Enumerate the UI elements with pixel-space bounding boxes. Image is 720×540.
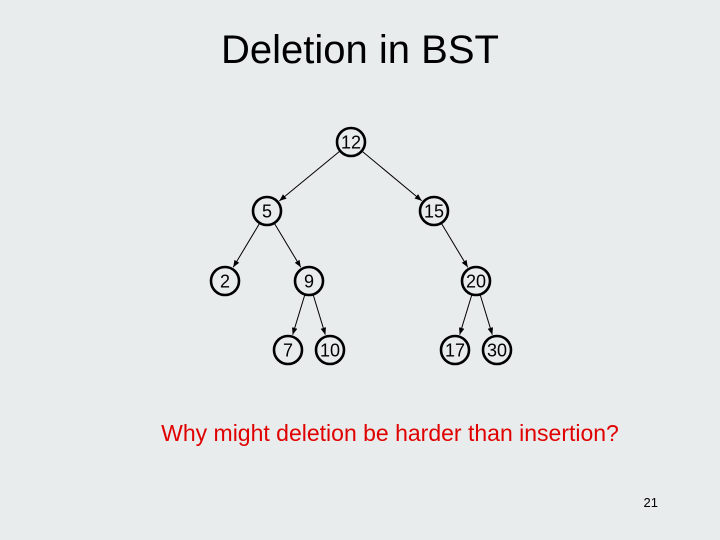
node-circle [209, 265, 241, 297]
tree-edge-9-7 [292, 295, 306, 335]
node-circle [460, 265, 492, 297]
node-circle [481, 334, 513, 366]
tree-node-5: 5 [251, 195, 283, 227]
node-circle [272, 334, 304, 366]
tree-node-7: 7 [272, 334, 304, 366]
node-label: 20 [466, 272, 486, 292]
tree-node-12: 12 [335, 126, 367, 158]
node-label: 2 [220, 272, 230, 292]
tree-edge-12-15 [362, 151, 423, 202]
tree-edge-20-30 [479, 295, 493, 335]
node-label: 9 [304, 272, 314, 292]
node-circle [418, 195, 450, 227]
tree-edge-5-9 [274, 223, 302, 268]
tree-node-30: 30 [481, 334, 513, 366]
tree-edge-5-2 [232, 223, 260, 268]
tree-node-9: 9 [293, 265, 325, 297]
tree-edge-20-17 [459, 295, 473, 335]
node-label: 10 [320, 341, 340, 361]
slide-title: Deletion in BST [221, 28, 499, 72]
tree-node-17: 17 [439, 334, 471, 366]
tree-edges [232, 151, 493, 335]
tree-node-10: 10 [314, 334, 346, 366]
tree-edge-9-10 [312, 295, 326, 335]
node-circle [439, 334, 471, 366]
tree-node-20: 20 [460, 265, 492, 297]
node-label: 12 [341, 133, 361, 153]
tree-edge-15-20 [441, 223, 469, 268]
tree-nodes: 12 5 15 2 9 20 7 10 17 30 [209, 126, 513, 366]
node-label: 5 [262, 202, 272, 222]
tree-node-15: 15 [418, 195, 450, 227]
question-text: Why might deletion be harder than insert… [161, 420, 619, 446]
node-circle [251, 195, 283, 227]
node-circle [314, 334, 346, 366]
node-label: 17 [445, 341, 465, 361]
tree-edge-12-5 [279, 151, 340, 202]
node-circle [293, 265, 325, 297]
node-label: 15 [424, 202, 444, 222]
node-label: 30 [487, 341, 507, 361]
node-circle [335, 126, 367, 158]
tree-node-2: 2 [209, 265, 241, 297]
page-number: 21 [643, 495, 658, 510]
node-label: 7 [283, 341, 293, 361]
